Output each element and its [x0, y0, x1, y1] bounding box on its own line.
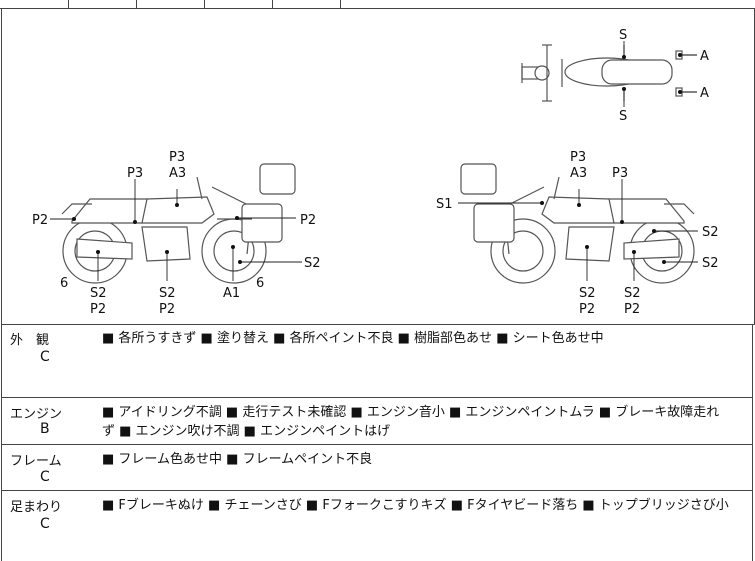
label-left-6-left: 6	[60, 276, 68, 291]
section-grade: C	[40, 469, 50, 485]
label-left-s2-bottom2: S2	[159, 286, 176, 301]
section-category: エンジン	[10, 407, 63, 422]
label-right-p3-top: P3	[570, 150, 586, 165]
top-table-strip	[0, 0, 755, 9]
damage-diagram: S S A A P3 P3 A3 P2 P2 S2 6 6 S2 P2 S2 P…	[1, 9, 755, 325]
strip-cell	[136, 0, 205, 8]
section-grade: C	[40, 516, 50, 532]
label-left-6-right: 6	[256, 276, 264, 291]
label-top-s-upper: S	[619, 28, 627, 43]
label-right-s2-2: S2	[702, 256, 719, 271]
label-top-a-lower: A	[700, 86, 709, 101]
section-notes-continued: ず ■ エンジン吹け不調 ■ エンジンペイントはげ	[102, 424, 391, 439]
strip-cell	[272, 0, 341, 8]
label-left-p2-bottom1: P2	[90, 302, 106, 317]
motorcycle-diagram-svg: S S A A P3 P3 A3 P2 P2 S2 6 6 S2 P2 S2 P…	[32, 28, 719, 317]
top-view-motorcycle	[521, 44, 697, 102]
label-right-p3: P3	[612, 166, 628, 181]
left-side-motorcycle	[61, 163, 296, 284]
label-right-p2-bottom2: P2	[624, 302, 640, 317]
right-side-motorcycle	[460, 163, 695, 284]
label-left-p2-left: P2	[32, 213, 48, 228]
section-category: フレーム	[10, 454, 62, 469]
label-left-s2-bottom1: S2	[90, 286, 107, 301]
section-engine: エンジン B ■ アイドリング不調 ■ 走行テスト未確認 ■ エンジン音小 ■ …	[1, 398, 753, 445]
label-right-a3: A3	[570, 166, 587, 181]
section-notes: ■ 各所うすきず ■ 塗り替え ■ 各所ペイント不良 ■ 樹脂部色あせ ■ シー…	[102, 331, 604, 346]
label-right-s1: S1	[436, 197, 453, 212]
section-exterior: 外 観 C ■ 各所うすきず ■ 塗り替え ■ 各所ペイント不良 ■ 樹脂部色あ…	[1, 324, 753, 398]
label-left-p2-right: P2	[300, 213, 316, 228]
label-top-s-lower: S	[619, 109, 627, 124]
section-grade: B	[40, 421, 50, 437]
section-category: 足まわり	[10, 500, 63, 515]
section-frame: フレーム C ■ フレーム色あせ中 ■ フレームペイント不良	[1, 445, 753, 491]
label-left-a3: A3	[169, 166, 186, 181]
label-right-s2-bottom2: S2	[624, 286, 641, 301]
section-suspension: 足まわり C ■ Fブレーキぬけ ■ チェーンさび ■ Fフォークこすりキズ ■…	[1, 491, 753, 561]
label-top-a-upper: A	[700, 49, 709, 64]
strip-cell	[68, 0, 137, 8]
strip-cell	[204, 0, 273, 8]
label-left-p2-bottom2: P2	[159, 302, 175, 317]
label-left-a1: A1	[223, 286, 240, 301]
label-right-s2-1: S2	[702, 225, 719, 240]
label-right-s2-bottom1: S2	[579, 286, 596, 301]
label-left-p3-top: P3	[169, 150, 185, 165]
section-grade: C	[40, 349, 50, 365]
strip-cell	[0, 0, 69, 8]
label-right-p2-bottom1: P2	[579, 302, 595, 317]
label-left-s2-right: S2	[304, 256, 321, 271]
section-notes: ■ フレーム色あせ中 ■ フレームペイント不良	[102, 452, 373, 467]
section-category: 外 観	[10, 333, 50, 348]
section-notes: ■ アイドリング不調 ■ 走行テスト未確認 ■ エンジン音小 ■ エンジンペイン…	[102, 405, 720, 420]
section-notes: ■ Fブレーキぬけ ■ チェーンさび ■ Fフォークこすりキズ ■ Fタイヤビー…	[102, 498, 729, 513]
label-left-p3: P3	[127, 166, 143, 181]
